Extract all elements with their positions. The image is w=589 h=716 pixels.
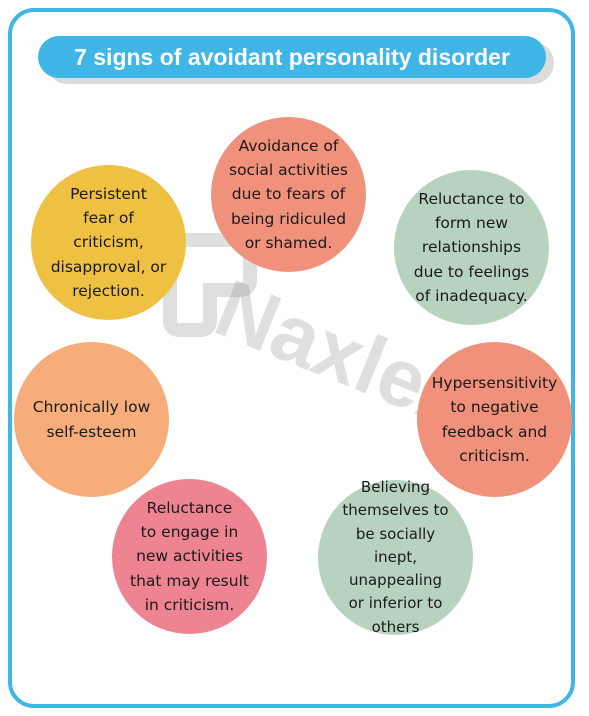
sign-text: Reluctance to form new relationships due… xyxy=(413,190,530,305)
sign-circle-avoidance: Avoidance of social activities due to fe… xyxy=(211,117,366,272)
sign-text: Hypersensitivity to negative feedback an… xyxy=(431,374,558,465)
sign-text: Chronically low self-esteem xyxy=(32,398,151,441)
sign-circle-low-self-esteem: Chronically low self-esteem xyxy=(14,342,169,497)
sign-circle-reluctance-activities: Reluctance to engage in new activities t… xyxy=(112,479,267,634)
sign-circle-fear-of-criticism: Persistent fear of criticism, disapprova… xyxy=(31,165,186,320)
sign-circle-socially-inept: Believing themselves to be socially inep… xyxy=(318,478,473,636)
sign-text: Persistent fear of criticism, disapprova… xyxy=(50,185,167,300)
page-title: 7 signs of avoidant personality disorder xyxy=(38,36,546,78)
sign-text: Reluctance to engage in new activities t… xyxy=(130,499,249,614)
sign-text: Believing themselves to be socially inep… xyxy=(342,478,449,636)
sign-text: Avoidance of social activities due to fe… xyxy=(229,137,348,252)
sign-circle-hypersensitivity: Hypersensitivity to negative feedback an… xyxy=(417,342,572,497)
sign-circle-reluctance-relationships: Reluctance to form new relationships due… xyxy=(394,170,549,325)
